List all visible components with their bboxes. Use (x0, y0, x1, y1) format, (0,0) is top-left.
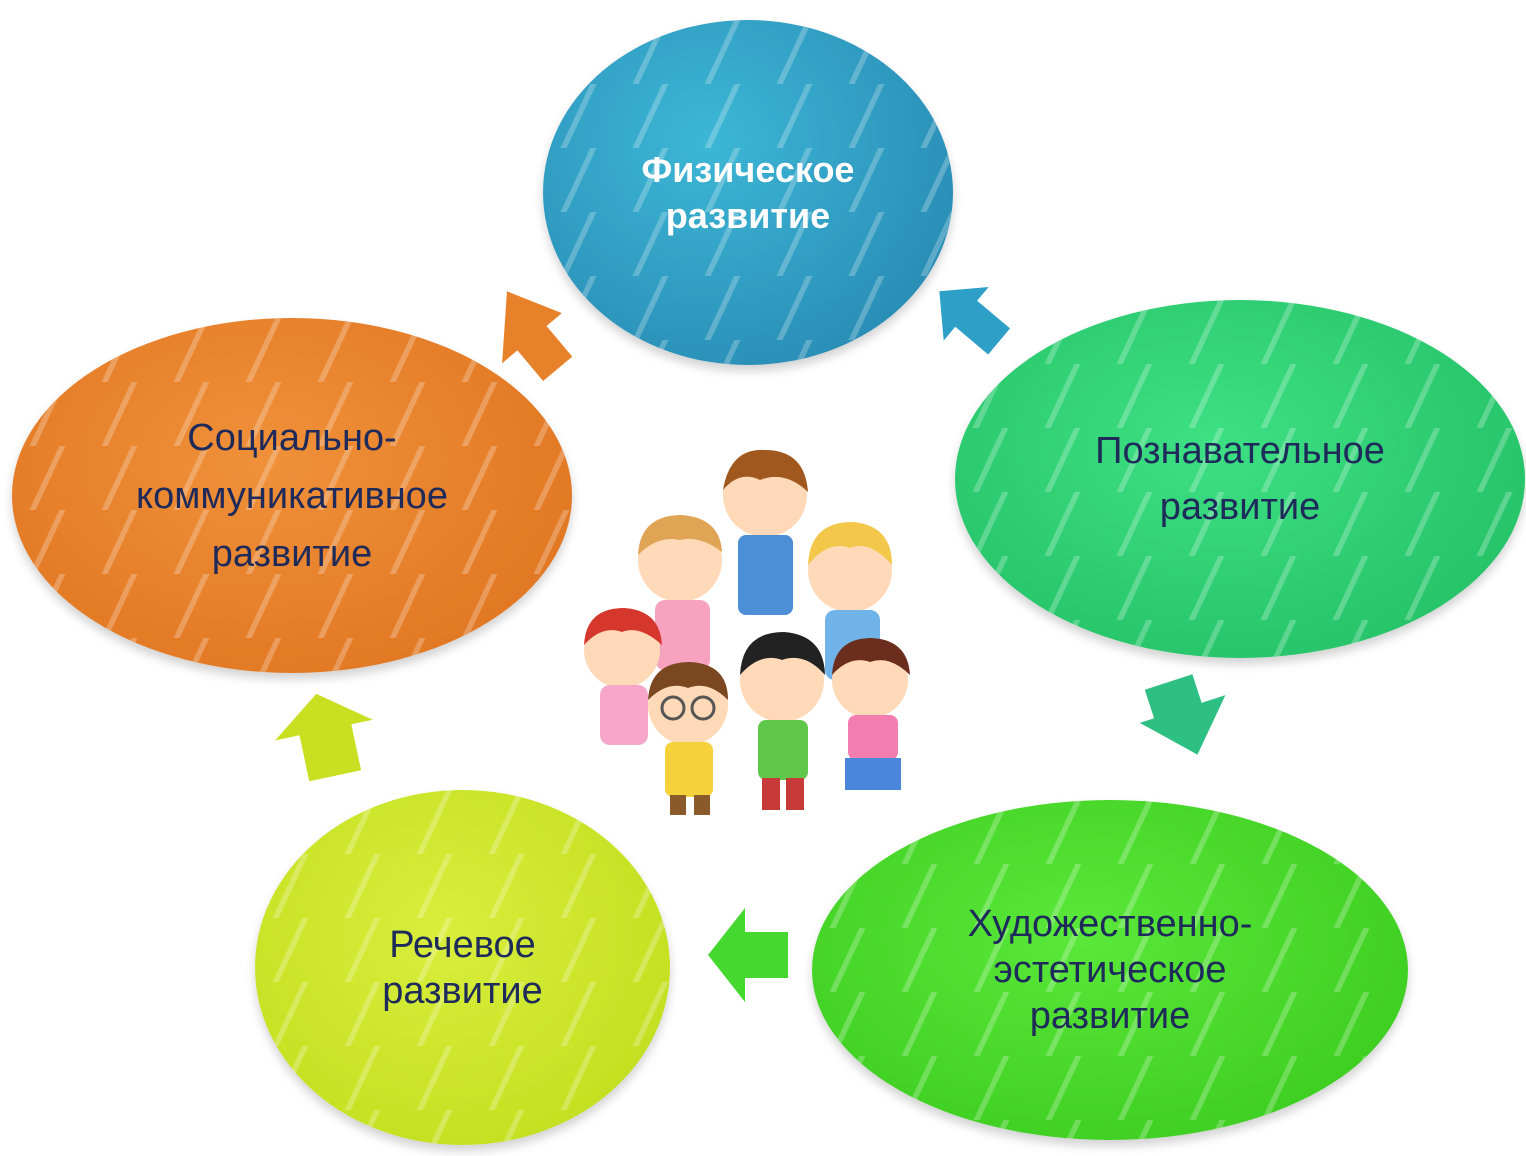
arrow-cognitive-to-artistic (1139, 674, 1226, 755)
child-girl-left (638, 515, 722, 670)
child-black-hair (740, 632, 825, 810)
children-group-illustration (584, 449, 910, 815)
arrow-speech-to-social (275, 693, 373, 782)
arrow-artistic-to-speech (708, 908, 788, 1002)
node-physical: Физическое развитие (543, 20, 953, 365)
node-cognitive-label: Познавательное развитие (1095, 430, 1385, 528)
node-artistic-label: Художественно- эстетическое развитие (967, 903, 1253, 1037)
node-physical-label: Физическое развитие (641, 148, 855, 236)
node-cognitive: Познавательное развитие (955, 300, 1525, 658)
child-redhead-left (584, 608, 662, 745)
node-artistic: Художественно- эстетическое развитие (812, 800, 1408, 1140)
node-speech: Речевое развитие (255, 790, 670, 1145)
arrow-physical-to-cognitive (939, 286, 1011, 355)
node-speech-label: Речевое развитие (382, 923, 543, 1012)
node-social: Социально- коммуникативное развитие (12, 318, 572, 673)
arrow-social-to-physical (502, 291, 573, 382)
child-girl-right (832, 638, 910, 790)
node-social-label: Социально- коммуникативное развитие (136, 416, 448, 575)
child-glasses (648, 662, 728, 815)
child-top (723, 449, 808, 615)
